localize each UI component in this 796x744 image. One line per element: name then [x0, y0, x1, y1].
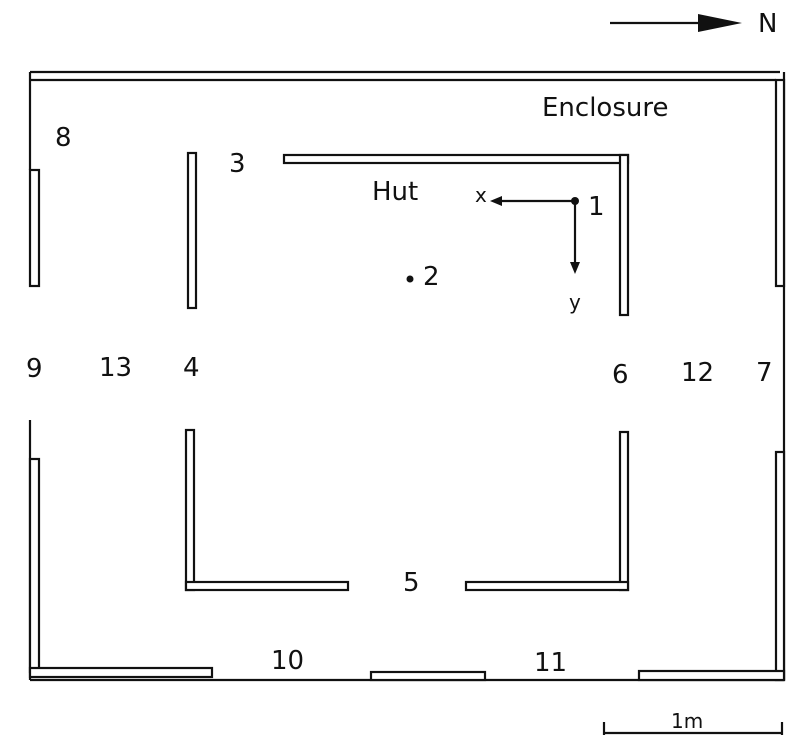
enclosure-wall-west-upper — [28, 168, 41, 288]
position-label-2: 2 — [423, 262, 440, 292]
position-label-9: 9 — [26, 354, 43, 384]
position-label-5: 5 — [403, 568, 420, 598]
scale-bar: 1m — [602, 709, 784, 735]
x-axis-arrowhead — [490, 196, 502, 206]
hut-wall-east-upper — [618, 153, 630, 317]
position-label-4: 4 — [183, 353, 200, 383]
position-label-1: 1 — [588, 192, 605, 222]
hut-wall-west-lower — [184, 428, 196, 592]
hut-wall-east-lower — [618, 430, 630, 592]
enclosure-label: Enclosure — [542, 93, 668, 123]
hut-wall-top — [282, 153, 630, 165]
position-label-7: 7 — [756, 358, 773, 388]
enclosure-wall-south-right — [637, 669, 786, 682]
scale-label: 1m — [671, 709, 703, 733]
coordinate-axes: x y — [475, 183, 581, 314]
hut-wall-bottom-right — [464, 580, 630, 592]
hut-wall-bottom-left — [184, 580, 350, 592]
point-2-dot — [406, 275, 414, 283]
enclosure-wall-south-left — [28, 666, 214, 679]
position-label-12: 12 — [681, 358, 714, 388]
position-label-11: 11 — [534, 648, 567, 678]
position-label-13: 13 — [99, 353, 132, 383]
enclosure-wall-east-upper — [774, 78, 786, 288]
enclosure-wall-south-middle — [369, 670, 487, 682]
hut-label: Hut — [372, 177, 418, 207]
north-label: N — [758, 9, 777, 39]
position-label-6: 6 — [612, 360, 629, 390]
position-label-10: 10 — [271, 646, 304, 676]
enclosure-wall-east-lower — [774, 450, 786, 682]
north-arrow-head — [698, 14, 742, 32]
hut-wall-west-upper — [186, 151, 198, 310]
y-axis-label: y — [569, 290, 581, 314]
y-axis-arrowhead — [570, 262, 580, 274]
position-label-8: 8 — [55, 123, 72, 153]
position-label-3: 3 — [229, 149, 246, 179]
north-arrow: N — [610, 9, 777, 39]
x-axis-label: x — [475, 183, 487, 207]
enclosure-wall-west-lower — [28, 457, 41, 674]
